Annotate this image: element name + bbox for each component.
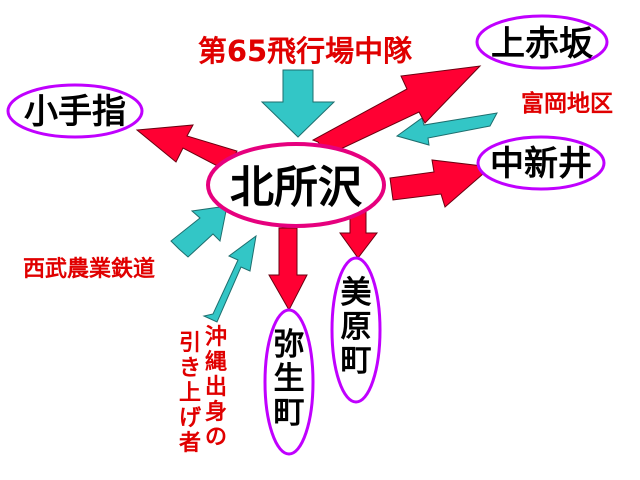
node-yayoicho-outline: [263, 308, 315, 456]
node-miharacho-outline: [330, 256, 382, 404]
node-yayoicho-char-2: 生: [274, 361, 305, 397]
node-miharacho: 美 原 町: [330, 256, 382, 404]
inflow-arrow-airfield: [260, 69, 336, 138]
outflow-arrow-nakaarai: [389, 159, 493, 208]
node-nakaarai: 中新井: [476, 135, 606, 191]
node-kotesashi: 小手指: [6, 83, 144, 139]
origin-okinawa-c2-2: き: [179, 356, 201, 381]
origin-label-seibu: 西武農業鉄道: [23, 256, 155, 282]
origin-okinawa-c2-5: 者: [178, 431, 201, 456]
node-miharacho-char-3: 町: [341, 343, 372, 379]
node-kamiakasaka: 上赤坂: [475, 14, 609, 70]
node-kotesashi-label: 小手指: [24, 92, 126, 132]
node-kotesashi-outline: [6, 83, 144, 139]
node-kamiakasaka-label: 上赤坂: [491, 24, 593, 64]
inflow-arrow-okinawa: [202, 234, 257, 323]
center-node-label: 北所沢: [230, 162, 363, 213]
inflow-arrow-tomioka: [395, 112, 498, 146]
origin-label-okinawa: 沖 縄 出 身 の 引 き 上 げ 者: [178, 325, 227, 456]
origin-okinawa-c2-3: 上: [179, 381, 201, 406]
node-miharacho-char-2: 原: [341, 309, 372, 345]
origin-okinawa-c1-3: 出: [205, 375, 227, 400]
node-miharacho-char-1: 美: [341, 275, 372, 311]
origin-okinawa-c1-2: 縄: [205, 350, 227, 375]
outflow-arrow-yayoicho: [268, 227, 308, 312]
origin-okinawa-c1-4: 身: [205, 399, 227, 425]
inflow-arrow-seibu: [170, 205, 228, 258]
node-yayoicho-char-1: 弥: [274, 327, 305, 363]
node-kamiakasaka-outline: [475, 14, 609, 70]
center-node: 北所沢: [206, 142, 386, 228]
origin-label-tomioka: 富岡地区: [521, 90, 613, 117]
node-nakaarai-outline: [476, 135, 606, 191]
node-yayoicho: 弥 生 町: [263, 308, 315, 456]
origin-okinawa-c2-4: げ: [179, 406, 202, 431]
outflow-arrow-miharacho: [339, 211, 379, 259]
node-yayoicho-char-3: 町: [274, 395, 305, 431]
center-node-outline: [206, 142, 386, 228]
origin-okinawa-c1-5: の: [205, 425, 227, 450]
outflow-arrow-kamiakasaka: [311, 65, 482, 156]
node-nakaarai-label: 中新井: [490, 144, 592, 184]
origin-label-airfield: 第65飛行場中隊: [198, 34, 412, 68]
origin-okinawa-c1-1: 沖: [205, 325, 227, 350]
origin-okinawa-c2-1: 引: [179, 331, 201, 356]
